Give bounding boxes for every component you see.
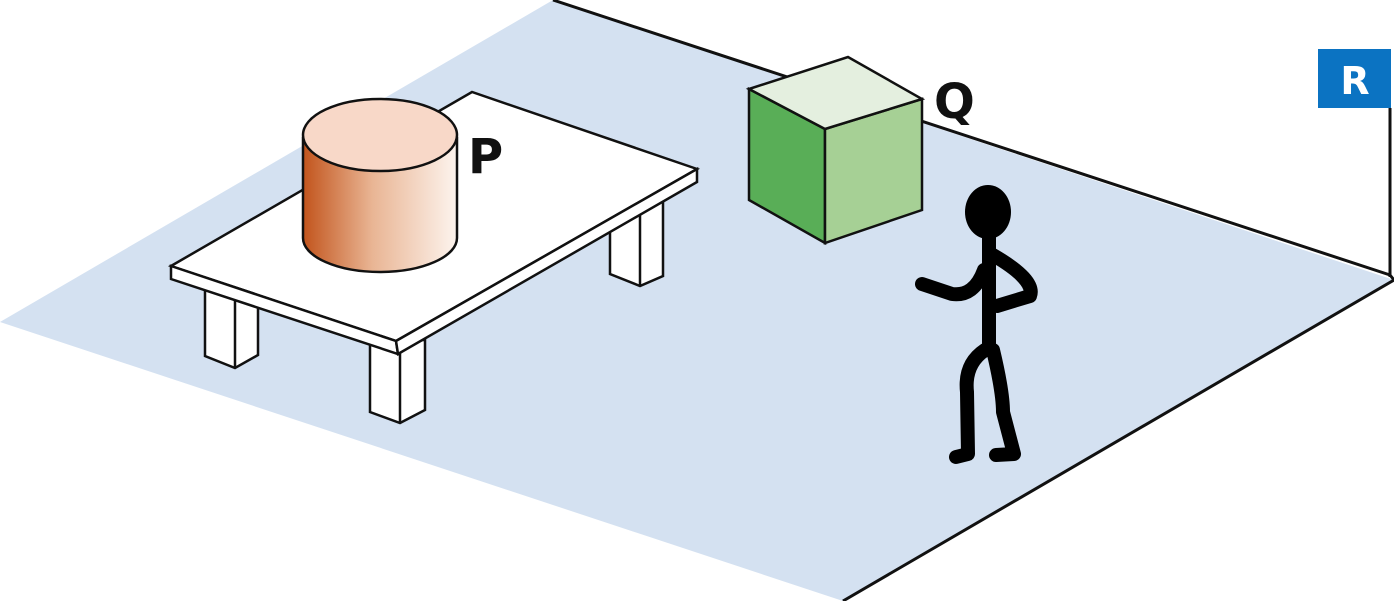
flag-r: R: [1318, 49, 1392, 277]
flag-panel: [1318, 49, 1391, 108]
cube-q: [745, 55, 926, 246]
person-arm-left: [915, 263, 991, 302]
person-head: [965, 185, 1011, 239]
table-edge-side: [394, 166, 699, 356]
cylinder-side: [301, 136, 459, 274]
floor-back-edge: [552, 0, 1394, 601]
cube-top-face: [745, 55, 926, 131]
person-leg-left: [949, 343, 992, 464]
label-p: P: [468, 129, 503, 185]
label-q: Q: [934, 74, 975, 130]
label-r: R: [1340, 59, 1369, 103]
stick-person: [915, 185, 1038, 464]
person-leg-right: [986, 343, 1021, 462]
cylinder-top: [301, 97, 459, 173]
person-arm-right: [986, 248, 1038, 313]
cylinder-p: [301, 97, 459, 274]
